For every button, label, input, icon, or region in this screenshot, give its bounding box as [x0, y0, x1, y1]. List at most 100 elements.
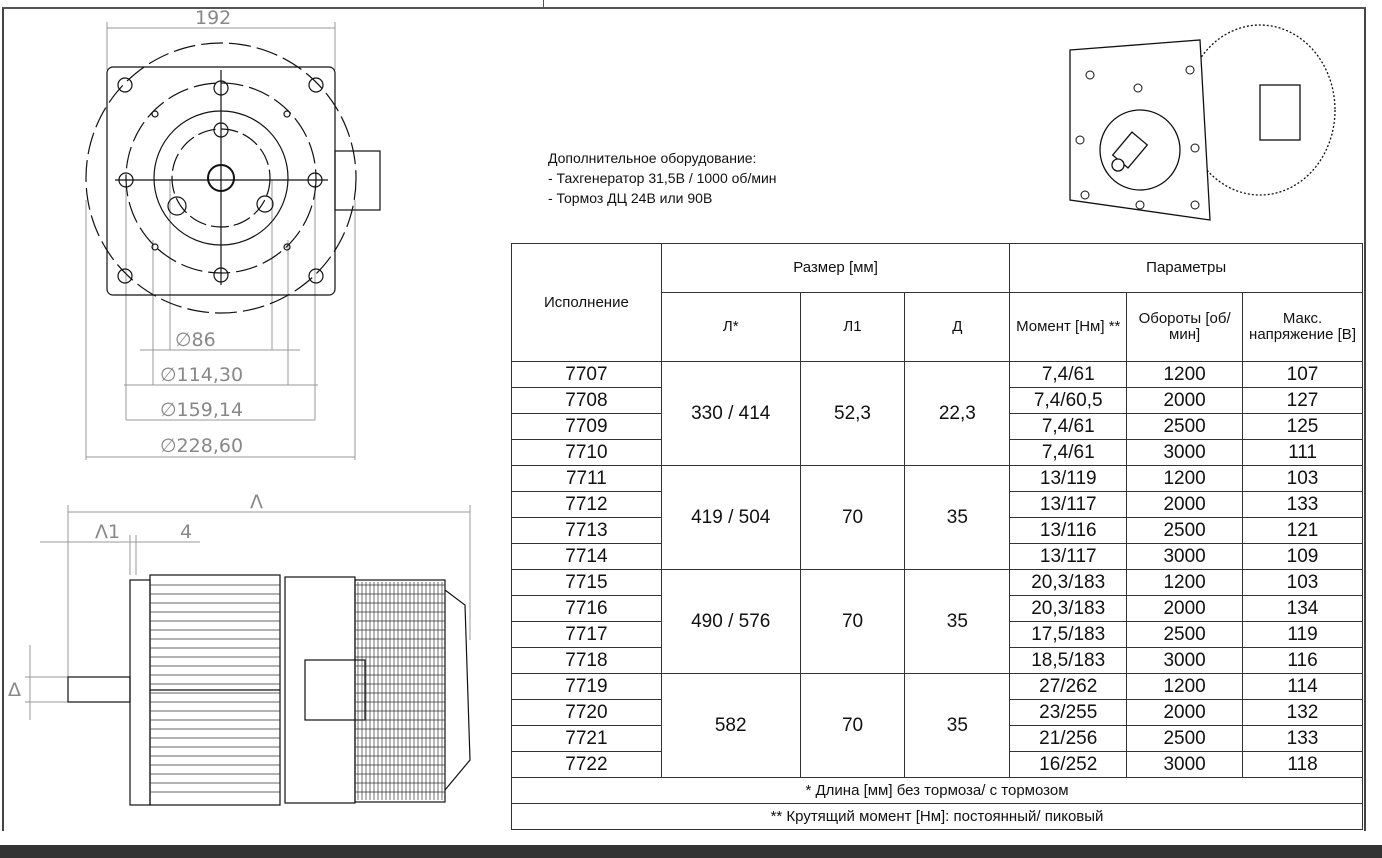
extra-equipment-item: - Тахгенератор 31,5В / 1000 об/мин	[548, 170, 777, 186]
dim-L1: Λ1	[95, 521, 120, 543]
length1-cell: 70	[799, 569, 906, 674]
dim-4: 4	[180, 521, 192, 543]
torque-cell: 20,3/183	[1009, 569, 1128, 596]
rpm-cell: 2000	[1126, 699, 1244, 726]
divider	[543, 0, 544, 8]
version-cell: 7717	[511, 621, 662, 648]
version-cell: 7707	[511, 361, 662, 388]
voltage-cell: 125	[1242, 413, 1363, 440]
torque-cell: 13/119	[1009, 465, 1128, 492]
rpm-cell: 3000	[1126, 543, 1244, 570]
rpm-cell: 1200	[1126, 673, 1244, 700]
header-version: Исполнение	[511, 243, 662, 362]
torque-cell: 16/252	[1009, 751, 1128, 778]
rpm-cell: 2500	[1126, 413, 1244, 440]
torque-cell: 7,4/60,5	[1009, 387, 1128, 414]
version-cell: 7722	[511, 751, 662, 778]
version-cell: 7719	[511, 673, 662, 700]
version-cell: 7718	[511, 647, 662, 674]
header-L1: Л1	[799, 292, 906, 362]
voltage-cell: 103	[1242, 465, 1363, 492]
bottom-bar	[0, 845, 1382, 858]
extra-equipment: Дополнительное оборудование: - Тахгенера…	[548, 148, 777, 208]
voltage-cell: 133	[1242, 491, 1363, 518]
length-cell: 582	[660, 673, 801, 778]
header-rpm: Обороты [об/мин]	[1126, 292, 1244, 362]
version-cell: 7714	[511, 543, 662, 570]
voltage-cell: 121	[1242, 517, 1363, 544]
footnote-torque: ** Крутящий момент [Нм]: постоянный/ пик…	[511, 803, 1363, 830]
torque-cell: 21/256	[1009, 725, 1128, 752]
version-cell: 7709	[511, 413, 662, 440]
voltage-cell: 132	[1242, 699, 1363, 726]
header-params: Параметры	[1009, 243, 1363, 293]
torque-cell: 17,5/183	[1009, 621, 1128, 648]
dim-d114: ∅114,30	[160, 364, 243, 386]
extra-equipment-title: Дополнительное оборудование:	[548, 150, 757, 166]
version-cell: 7713	[511, 517, 662, 544]
length-cell: 330 / 414	[660, 361, 801, 466]
length1-cell: 70	[799, 465, 906, 570]
dim-d159: ∅159,14	[160, 399, 243, 421]
voltage-cell: 127	[1242, 387, 1363, 414]
rpm-cell: 3000	[1126, 751, 1244, 778]
length1-cell: 52,3	[799, 361, 906, 466]
voltage-cell: 109	[1242, 543, 1363, 570]
dim-d228: ∅228,60	[160, 435, 243, 457]
torque-cell: 27/262	[1009, 673, 1128, 700]
rpm-cell: 3000	[1126, 647, 1244, 674]
diameter-cell: 22,3	[904, 361, 1011, 466]
dim-D: Δ	[8, 679, 21, 701]
version-cell: 7710	[511, 439, 662, 466]
voltage-cell: 111	[1242, 439, 1363, 466]
rpm-cell: 2000	[1126, 491, 1244, 518]
rpm-cell: 2000	[1126, 387, 1244, 414]
length-cell: 490 / 576	[660, 569, 801, 674]
rpm-cell: 2500	[1126, 621, 1244, 648]
torque-cell: 13/117	[1009, 491, 1128, 518]
specs-table: Исполнение Размер [мм] Параметры Л* Л1 Д…	[511, 243, 1363, 830]
torque-cell: 7,4/61	[1009, 361, 1128, 388]
voltage-cell: 133	[1242, 725, 1363, 752]
dim-192: 192	[195, 7, 231, 29]
voltage-cell: 118	[1242, 751, 1363, 778]
voltage-cell: 114	[1242, 673, 1363, 700]
dim-d86: ∅86	[175, 329, 216, 351]
diameter-cell: 35	[904, 569, 1011, 674]
rpm-cell: 2500	[1126, 517, 1244, 544]
voltage-cell: 103	[1242, 569, 1363, 596]
header-D: Д	[904, 292, 1011, 362]
torque-cell: 7,4/61	[1009, 439, 1128, 466]
motor-drawing: 192 ∅86 ∅114,30 ∅159,14 ∅228,60 Λ Λ1 4 Δ	[8, 7, 471, 806]
header-size: Размер [мм]	[660, 243, 1011, 293]
voltage-cell: 134	[1242, 595, 1363, 622]
version-cell: 7712	[511, 491, 662, 518]
version-cell: 7711	[511, 465, 662, 492]
version-cell: 7715	[511, 569, 662, 596]
torque-cell: 13/117	[1009, 543, 1128, 570]
length-cell: 419 / 504	[660, 465, 801, 570]
motor-photo	[1069, 24, 1336, 221]
extra-equipment-item: - Тормоз ДЦ 24В или 90В	[548, 190, 713, 206]
rpm-cell: 3000	[1126, 439, 1244, 466]
rpm-cell: 1200	[1126, 465, 1244, 492]
voltage-cell: 107	[1242, 361, 1363, 388]
version-cell: 7720	[511, 699, 662, 726]
torque-cell: 20,3/183	[1009, 595, 1128, 622]
version-cell: 7721	[511, 725, 662, 752]
footnote-length: * Длина [мм] без тормоза/ с тормозом	[511, 777, 1363, 804]
torque-cell: 7,4/61	[1009, 413, 1128, 440]
rpm-cell: 2500	[1126, 725, 1244, 752]
version-cell: 7716	[511, 595, 662, 622]
dim-L: Λ	[250, 491, 263, 513]
